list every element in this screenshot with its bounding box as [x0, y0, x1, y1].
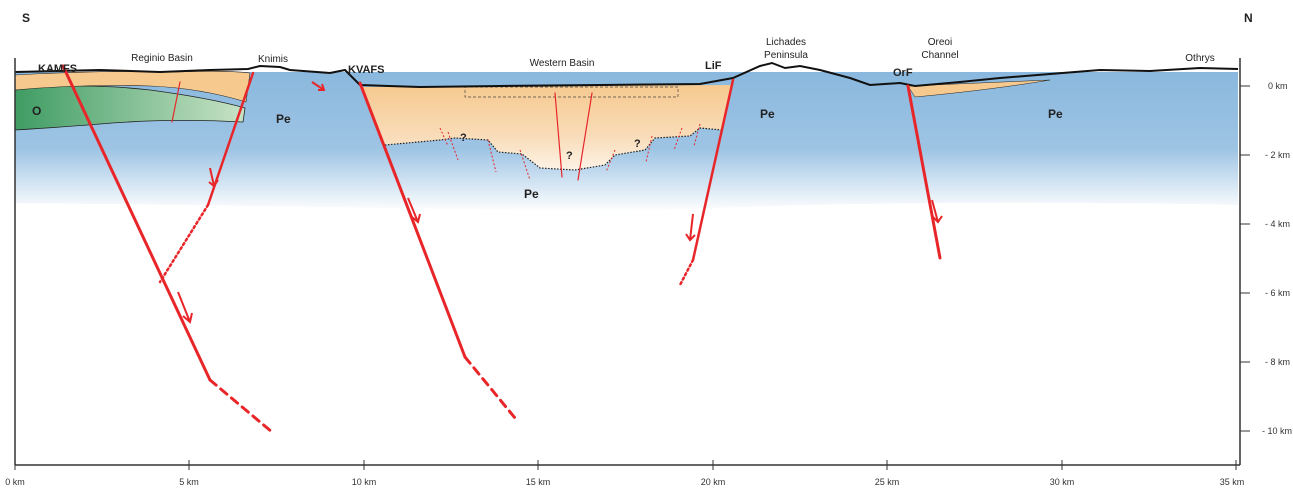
topography	[14, 61, 1239, 89]
oreoi-channel-fill	[907, 79, 1051, 98]
question-mark-3: ?	[634, 138, 641, 150]
label-orf: OrF	[893, 67, 913, 79]
label-unit-pe-4: Pe	[1048, 107, 1063, 121]
label-lichades-2: Peninsula	[764, 50, 808, 61]
unit-o-body	[14, 85, 246, 131]
distance-tick-label: 15 km	[526, 477, 551, 487]
question-mark-1: ?	[460, 132, 467, 144]
label-unit-pe-3: Pe	[760, 107, 775, 121]
fault-kvafs-dashed	[463, 355, 517, 420]
label-unit-pe-2: Pe	[524, 187, 539, 201]
label-western-basin: Western Basin	[530, 58, 595, 69]
orientation-south: S	[22, 11, 30, 25]
western-basin-fill	[362, 85, 733, 170]
inset-box	[464, 86, 679, 98]
label-oreoi-1: Oreoi	[928, 37, 952, 48]
fault-kamfs	[61, 64, 212, 382]
distance-tick-label: 10 km	[352, 477, 377, 487]
minor-faults	[439, 123, 701, 181]
basin-base-dotted	[384, 127, 723, 171]
fault-orf	[906, 84, 942, 260]
depth-tick-label: - 6 km	[1265, 288, 1290, 298]
orientation-north: N	[1244, 11, 1253, 25]
distance-tick-label: 5 km	[179, 477, 199, 487]
distance-tick-label: 0 km	[5, 477, 25, 487]
distance-tick-label: 25 km	[875, 477, 900, 487]
depth-tick-label: - 2 km	[1265, 150, 1290, 160]
label-unit-o: O	[32, 104, 41, 118]
slip-arrows	[177, 81, 943, 324]
depth-tick-label: 0 km	[1268, 81, 1288, 91]
label-unit-pe-1: Pe	[276, 112, 291, 126]
label-othrys: Othrys	[1185, 53, 1214, 64]
fault-kvafs	[358, 81, 467, 359]
depth-tick-label: - 10 km	[1262, 426, 1292, 436]
label-lichades-1: Lichades	[766, 37, 806, 48]
fault-kamfs-splay-dotted	[158, 203, 210, 284]
label-kamfs: KAMFS	[38, 63, 77, 75]
distance-tick-label: 30 km	[1050, 477, 1075, 487]
question-mark-2: ?	[566, 150, 573, 162]
fault-reginio-small	[171, 81, 181, 123]
label-kvafs: KVAFS	[348, 64, 384, 76]
depth-axis	[1239, 58, 1250, 465]
label-reginio-basin: Reginio Basin	[131, 53, 193, 64]
fault-basin-central-1	[554, 92, 563, 178]
distance-axis	[14, 58, 1240, 470]
depth-tick-label: - 4 km	[1265, 219, 1290, 229]
depth-tick-label: - 8 km	[1265, 357, 1290, 367]
fault-basin-central-2	[577, 92, 593, 181]
fault-lif-dotted	[678, 258, 695, 287]
distance-tick-label: 35 km	[1220, 477, 1245, 487]
fault-kamfs-dashed	[208, 378, 274, 434]
distance-tick-label: 20 km	[701, 477, 726, 487]
fault-lif	[691, 78, 735, 262]
label-knimis: Knimis	[258, 54, 288, 65]
label-oreoi-2: Channel	[921, 50, 958, 61]
label-lif: LiF	[705, 60, 722, 72]
